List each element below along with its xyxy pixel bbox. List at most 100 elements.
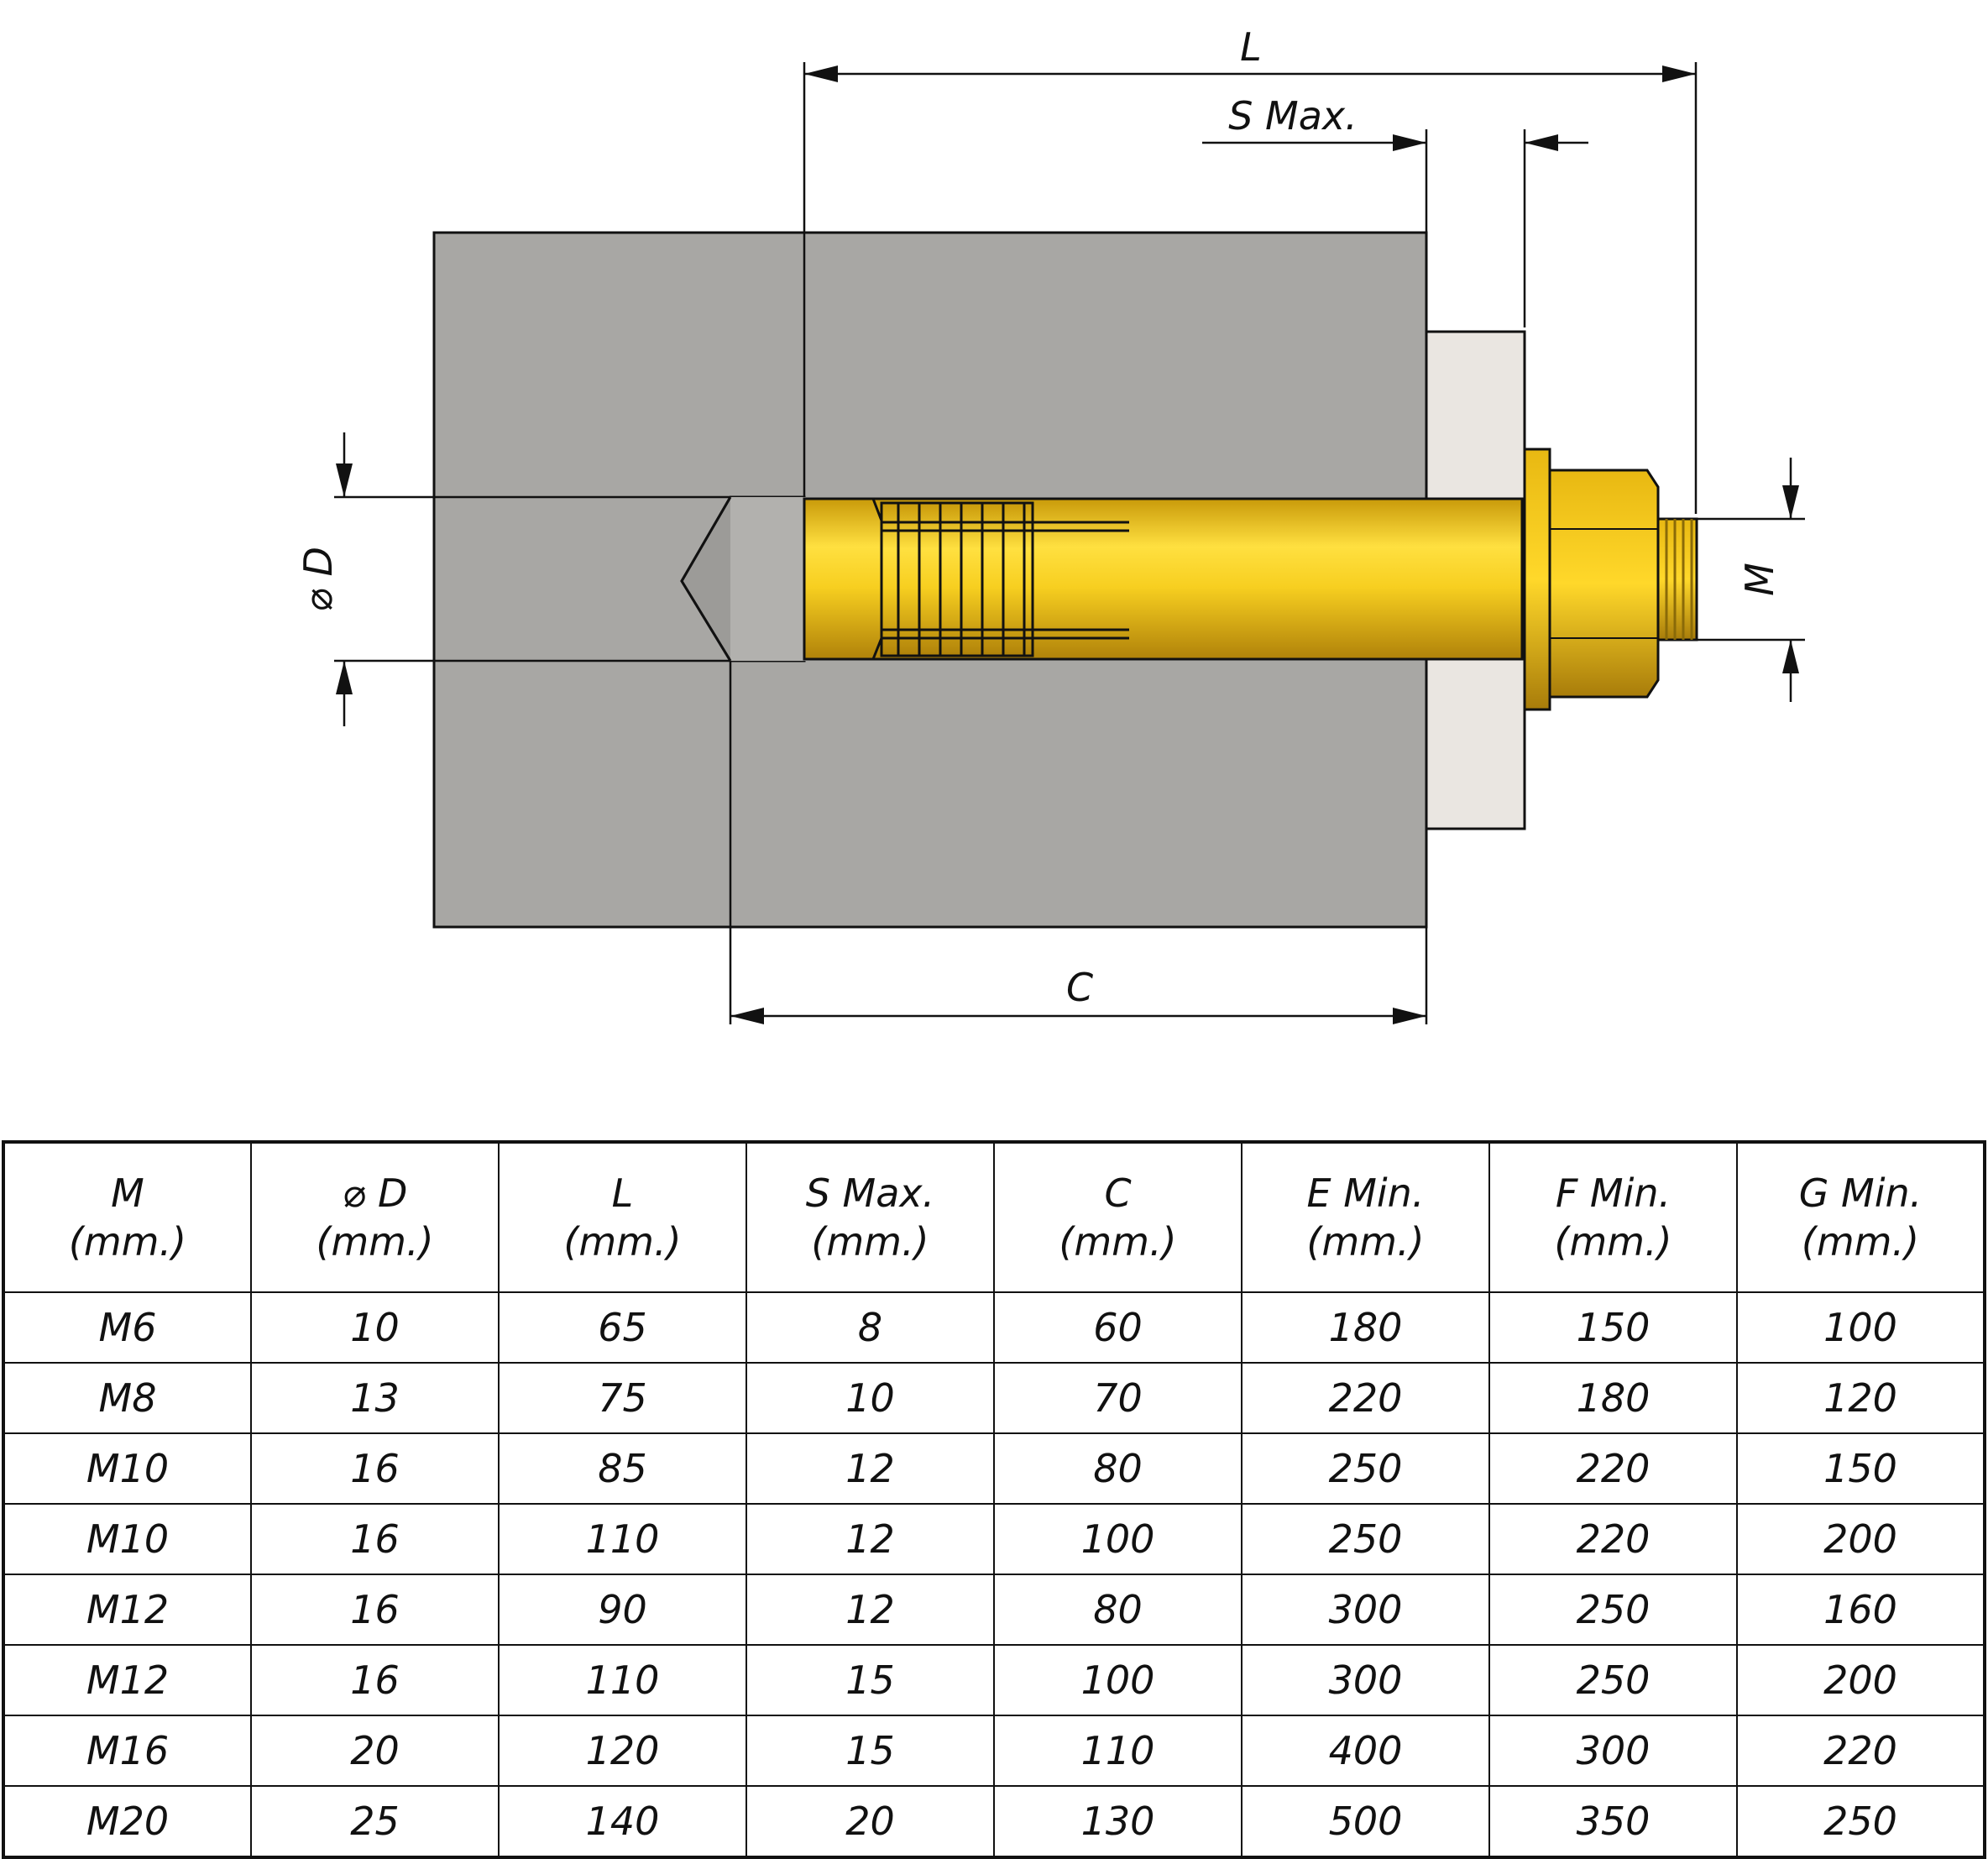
table-cell: 150 bbox=[1736, 1432, 1985, 1505]
table-cell: M6 bbox=[3, 1291, 252, 1364]
table-row: M10 16 110 12 100 250 220 200 bbox=[3, 1503, 1985, 1575]
table-cell: 110 bbox=[993, 1715, 1242, 1787]
dimension-M bbox=[1697, 458, 1805, 702]
label-S-max: S Max. bbox=[1228, 93, 1358, 139]
table-cell: 250 bbox=[1241, 1503, 1490, 1575]
table-cell: 250 bbox=[1488, 1574, 1738, 1646]
dimension-D bbox=[334, 432, 730, 726]
expansion-cone bbox=[803, 497, 883, 661]
table-cell: 10 bbox=[746, 1362, 995, 1434]
table-cell: 180 bbox=[1488, 1362, 1738, 1434]
table-row: M12 16 90 12 80 300 250 160 bbox=[3, 1574, 1985, 1646]
table-cell: M12 bbox=[3, 1574, 252, 1646]
table-cell: 250 bbox=[1488, 1644, 1738, 1716]
table-cell: 300 bbox=[1241, 1574, 1490, 1646]
table-row: M8 13 75 10 70 220 180 120 bbox=[3, 1362, 1985, 1434]
table-cell: 15 bbox=[746, 1644, 995, 1716]
table-cell: 120 bbox=[1736, 1362, 1985, 1434]
table-cell: 16 bbox=[250, 1432, 500, 1505]
col-header-G-min: G Min.(mm.) bbox=[1736, 1141, 1985, 1293]
table-row: M12 16 110 15 100 300 250 200 bbox=[3, 1644, 1985, 1716]
col-header-C: C(mm.) bbox=[993, 1141, 1242, 1293]
table-cell: 16 bbox=[250, 1644, 500, 1716]
table-cell: 13 bbox=[250, 1362, 500, 1434]
table-row: M20 25 140 20 130 500 350 250 bbox=[3, 1785, 1985, 1858]
table-cell: M16 bbox=[3, 1715, 252, 1787]
table-cell: 500 bbox=[1241, 1785, 1490, 1858]
table-cell: M8 bbox=[3, 1362, 252, 1434]
table-cell: 400 bbox=[1241, 1715, 1490, 1787]
table-cell: M12 bbox=[3, 1644, 252, 1716]
table-cell: 100 bbox=[993, 1503, 1242, 1575]
anchor-bolt-drawing: L S Max. C ⌀ D M bbox=[296, 24, 1805, 1024]
col-header-S-max: S Max.(mm.) bbox=[746, 1141, 995, 1293]
table-cell: 20 bbox=[250, 1715, 500, 1787]
dimension-C bbox=[729, 661, 1428, 1024]
table-cell: 16 bbox=[250, 1574, 500, 1646]
hex-nut bbox=[1548, 469, 1660, 699]
table-cell: 120 bbox=[498, 1715, 747, 1787]
svg-text:M: M bbox=[1737, 563, 1782, 596]
table-cell: 65 bbox=[498, 1291, 747, 1364]
table-cell: 75 bbox=[498, 1362, 747, 1434]
label-D: ⌀ D bbox=[296, 547, 341, 612]
table-cell: 220 bbox=[1488, 1432, 1738, 1505]
table-cell: 350 bbox=[1488, 1785, 1738, 1858]
table-cell: M10 bbox=[3, 1432, 252, 1505]
table-cell: 12 bbox=[746, 1432, 995, 1505]
table-cell: 90 bbox=[498, 1574, 747, 1646]
col-header-L: L(mm.) bbox=[498, 1141, 747, 1293]
table-cell: 8 bbox=[746, 1291, 995, 1364]
label-M: M bbox=[1737, 563, 1782, 596]
table-cell: M10 bbox=[3, 1503, 252, 1575]
table-cell: 100 bbox=[993, 1644, 1242, 1716]
table-cell: 80 bbox=[993, 1574, 1242, 1646]
table-cell: 200 bbox=[1736, 1503, 1985, 1575]
table-row: M6 10 65 8 60 180 150 100 bbox=[3, 1291, 1985, 1364]
label-L: L bbox=[1240, 24, 1262, 70]
col-header-D: ⌀ D(mm.) bbox=[250, 1141, 500, 1293]
table-cell: 80 bbox=[993, 1432, 1242, 1505]
table-header-row: M(mm.) ⌀ D(mm.) L(mm.) S Max.(mm.) C(mm.… bbox=[3, 1141, 1985, 1293]
table-cell: 250 bbox=[1736, 1785, 1985, 1858]
table-cell: 140 bbox=[498, 1785, 747, 1858]
table-cell: 200 bbox=[1736, 1644, 1985, 1716]
table-cell: 10 bbox=[250, 1291, 500, 1364]
table-cell: 250 bbox=[1241, 1432, 1490, 1505]
dimension-L bbox=[803, 62, 1698, 514]
dimension-S bbox=[1202, 129, 1588, 327]
col-header-F-min: F Min.(mm.) bbox=[1488, 1141, 1738, 1293]
table-cell: 15 bbox=[746, 1715, 995, 1787]
table-cell: 25 bbox=[250, 1785, 500, 1858]
spec-table: M(mm.) ⌀ D(mm.) L(mm.) S Max.(mm.) C(mm.… bbox=[2, 1140, 1986, 1859]
table-cell: 110 bbox=[498, 1503, 747, 1575]
col-header-M: M(mm.) bbox=[3, 1141, 252, 1293]
table-cell: 20 bbox=[746, 1785, 995, 1858]
table-row: M10 16 85 12 80 250 220 150 bbox=[3, 1432, 1985, 1505]
table-cell: 70 bbox=[993, 1362, 1242, 1434]
table-cell: 130 bbox=[993, 1785, 1242, 1858]
svg-text:⌀ D: ⌀ D bbox=[296, 547, 341, 612]
table-cell: 300 bbox=[1241, 1644, 1490, 1716]
table-cell: 300 bbox=[1488, 1715, 1738, 1787]
table-cell: M20 bbox=[3, 1785, 252, 1858]
table-cell: 85 bbox=[498, 1432, 747, 1505]
table-cell: 150 bbox=[1488, 1291, 1738, 1364]
label-C: C bbox=[1066, 965, 1093, 1010]
expansion-slots bbox=[880, 501, 1129, 657]
table-cell: 220 bbox=[1736, 1715, 1985, 1787]
table-cell: 16 bbox=[250, 1503, 500, 1575]
table-cell: 60 bbox=[993, 1291, 1242, 1364]
table-cell: 12 bbox=[746, 1503, 995, 1575]
washer bbox=[1523, 448, 1551, 711]
table-cell: 12 bbox=[746, 1574, 995, 1646]
table-cell: 220 bbox=[1241, 1362, 1490, 1434]
table-row: M16 20 120 15 110 400 300 220 bbox=[3, 1715, 1985, 1787]
col-header-E-min: E Min.(mm.) bbox=[1241, 1141, 1490, 1293]
table-cell: 100 bbox=[1736, 1291, 1985, 1364]
threaded-end bbox=[1656, 517, 1698, 641]
table-cell: 160 bbox=[1736, 1574, 1985, 1646]
table-cell: 110 bbox=[498, 1644, 747, 1716]
table-cell: 180 bbox=[1241, 1291, 1490, 1364]
table-cell: 220 bbox=[1488, 1503, 1738, 1575]
